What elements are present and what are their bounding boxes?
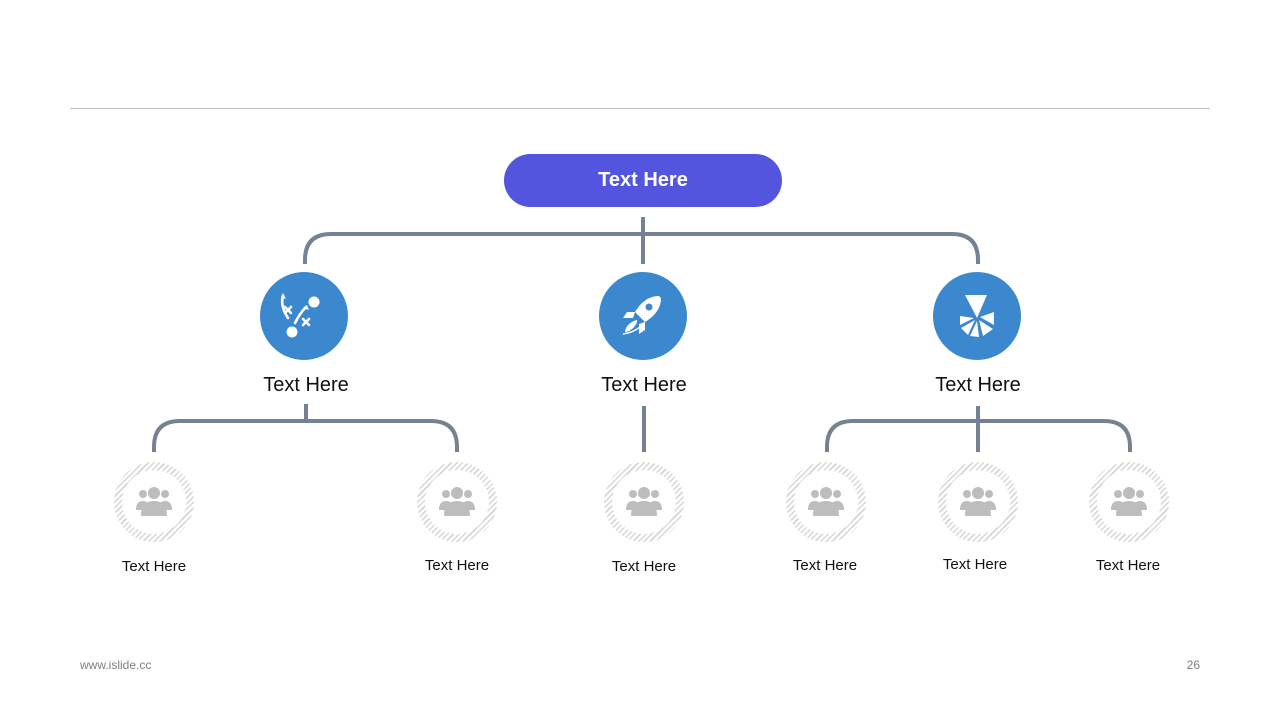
header-divider bbox=[70, 108, 1210, 109]
leaf-label: Text Here bbox=[424, 557, 490, 574]
category-label: Text Here bbox=[601, 374, 687, 396]
leaf-label: Text Here bbox=[1095, 557, 1161, 574]
users-icon bbox=[786, 462, 866, 542]
root-node: Text Here bbox=[504, 154, 782, 207]
category-label: Text Here bbox=[263, 374, 349, 396]
strategy-icon bbox=[260, 272, 348, 360]
page-number: 26 bbox=[1186, 658, 1200, 672]
users-icon bbox=[604, 462, 684, 542]
users-icon bbox=[417, 462, 497, 542]
category-label: Text Here bbox=[935, 374, 1021, 396]
users-icon bbox=[114, 462, 194, 542]
users-icon bbox=[938, 462, 1018, 542]
leaf-label: Text Here bbox=[611, 558, 677, 575]
root-label: Text Here bbox=[598, 169, 688, 191]
rocket-icon bbox=[599, 272, 687, 360]
users-icon bbox=[1089, 462, 1169, 542]
leaf-label: Text Here bbox=[792, 557, 858, 574]
leaf-label: Text Here bbox=[942, 556, 1008, 573]
footer-url: www.islide.cc bbox=[80, 658, 152, 672]
pie-chart-icon bbox=[933, 272, 1021, 360]
leaf-label: Text Here bbox=[121, 558, 187, 575]
connector-cat1-bracket bbox=[152, 419, 459, 452]
